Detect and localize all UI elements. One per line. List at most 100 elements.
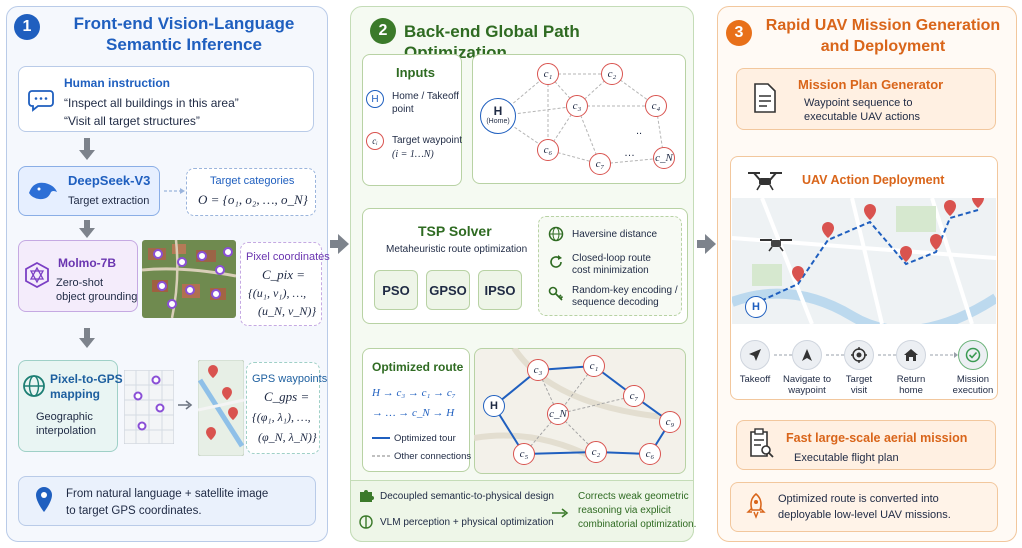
tsp-solver-sub: Metaheuristic route optimization	[386, 244, 528, 255]
route-node-c7: c₇	[623, 385, 645, 407]
molmo-desc-2: object grounding	[56, 291, 138, 303]
target-symbol: cᵢ	[366, 132, 384, 150]
graph-node-c4: c₄	[645, 95, 667, 117]
chat-bubble-icon	[28, 90, 54, 112]
route-node-c5: c₅	[513, 443, 535, 465]
document-icon	[754, 83, 776, 113]
send-icon	[749, 349, 761, 361]
gps-formula-3: (φ_N, λ_N)}	[258, 430, 317, 444]
route-node-c1: c₁	[583, 355, 605, 377]
feature-haversine: Haversine distance	[572, 229, 658, 240]
pixel-to-gps-desc-2: interpolation	[36, 425, 96, 437]
molmo-desc-1: Zero-shot	[56, 277, 104, 289]
panel1-summary-line1: From natural language + satellite image	[66, 488, 269, 500]
step-number-2: 2	[370, 18, 396, 44]
inputs-heading: Inputs	[396, 65, 435, 80]
target-icon	[851, 347, 867, 363]
home-icon	[904, 349, 918, 361]
mission-plan-desc-1: Waypoint sequence to	[804, 97, 913, 109]
optimized-route-box	[362, 348, 470, 472]
home-symbol: H	[366, 90, 384, 108]
feature-closed-loop-1: Closed-loop route	[572, 253, 651, 264]
summary-corrects-3: combinatorial optimization.	[578, 519, 697, 530]
panel1-summary-line2: to target GPS coordinates.	[66, 505, 202, 517]
optimized-route-seq-2: → … → c_N → H	[372, 407, 455, 419]
navigation-icon	[802, 349, 812, 361]
gps-map-image	[198, 360, 244, 456]
human-instruction-box	[18, 66, 314, 132]
pixel-to-gps-desc-1: Geographic	[36, 411, 93, 423]
graph-node-c7: c₇	[589, 153, 611, 175]
step-label-navigate-2: waypoint	[788, 385, 826, 396]
gps-waypoints-box	[246, 362, 320, 454]
deployment-map	[732, 198, 996, 324]
arrow-right-icon	[178, 400, 193, 410]
graph-ellipsis-2: …	[624, 147, 635, 159]
graph-node-cn: c_N	[653, 147, 675, 169]
target-categories-formula: O = {o₁, o₂, …, o_N}	[198, 192, 308, 207]
whale-icon	[29, 182, 57, 200]
pixel-formula-3: (u_N, v_N)}	[258, 304, 317, 318]
graph-node-c1: c₁	[537, 63, 559, 85]
graph-node-c6: c₆	[537, 139, 559, 161]
panel2-summary-box	[350, 480, 694, 542]
feature-closed-loop-2: cost minimization	[572, 265, 649, 276]
graph-ellipsis-1: ..	[636, 125, 643, 137]
panel3-summary-line1: Optimized route is converted into	[778, 493, 939, 505]
location-pin-icon	[36, 487, 52, 512]
satellite-image	[142, 240, 236, 318]
mission-plan-heading: Mission Plan Generator	[798, 77, 944, 92]
fast-mission-desc: Executable flight plan	[794, 452, 899, 464]
step-takeoff	[740, 340, 770, 370]
deepseek-desc: Target extraction	[68, 195, 150, 207]
route-legend-swatches	[372, 437, 390, 457]
route-node-cn: c_N	[547, 403, 569, 425]
target-label-1: Target waypoint	[392, 135, 463, 146]
step-label-navigate-1: Navigate to	[782, 374, 832, 385]
graph-node-c2: c₂	[601, 63, 623, 85]
pixel-formula-2: {(u₁, v₁), …,	[248, 286, 307, 300]
step-label-execution-2: execution	[952, 385, 994, 396]
panel3-summary-box	[730, 482, 998, 532]
route-node-c6: c₆	[639, 443, 661, 465]
clipboard-search-icon	[750, 428, 774, 458]
feature-random-key-1: Random-key encoding /	[572, 285, 678, 296]
fast-mission-heading: Fast large-scale aerial mission	[786, 431, 968, 445]
step-label-takeoff-1: Takeoff	[739, 374, 771, 385]
pso-button[interactable]: PSO	[374, 270, 418, 310]
ipso-button[interactable]: IPSO	[478, 270, 522, 310]
instruction-quote-1: “Inspect all buildings in this area”	[64, 96, 239, 110]
pixel-grid-image	[124, 370, 174, 444]
panel1-title-line1: Front-end Vision-Language	[73, 14, 295, 33]
optimized-route-seq-1: H → c₃ → c₁ → c₇	[372, 387, 456, 399]
home-label-1: Home / Takeoff	[392, 91, 459, 102]
route-home-node: H	[483, 395, 505, 417]
panel1-summary-box	[18, 476, 316, 526]
pixel-formula-1: C_pix =	[262, 267, 306, 282]
gps-formula-2: {(φ₁, λ₁), …,	[252, 410, 311, 424]
gpso-button[interactable]: GPSO	[426, 270, 470, 310]
panel1-title-line2: Semantic Inference	[106, 35, 262, 54]
deepseek-name: DeepSeek-V3	[68, 173, 151, 188]
panel1-title: Front-end Vision-Language Semantic Infer…	[44, 13, 324, 55]
target-label-2: (i = 1…N)	[392, 149, 434, 160]
summary-vlm: VLM perception + physical optimization	[380, 517, 554, 528]
loop-icon	[550, 255, 562, 268]
step-label-return-1: Return	[896, 374, 926, 385]
summary-decoupled: Decoupled semantic-to-physical design	[380, 491, 554, 502]
step-navigate	[792, 340, 822, 370]
step-label-execution-1: Mission	[956, 374, 990, 385]
pixel-to-gps-name-1: Pixel-to-GPS	[50, 372, 123, 386]
arrow-right-green-icon	[552, 508, 569, 518]
molmo-name: Molmo-7B	[58, 256, 116, 270]
step-label-target-2: visit	[850, 385, 868, 396]
human-instruction-heading: Human instruction	[64, 76, 171, 90]
rocket-icon	[746, 492, 766, 519]
fast-mission-box	[736, 420, 996, 470]
globe-icon	[23, 375, 45, 397]
pixel-coordinates-box	[240, 242, 322, 326]
brain-icon	[359, 515, 373, 529]
